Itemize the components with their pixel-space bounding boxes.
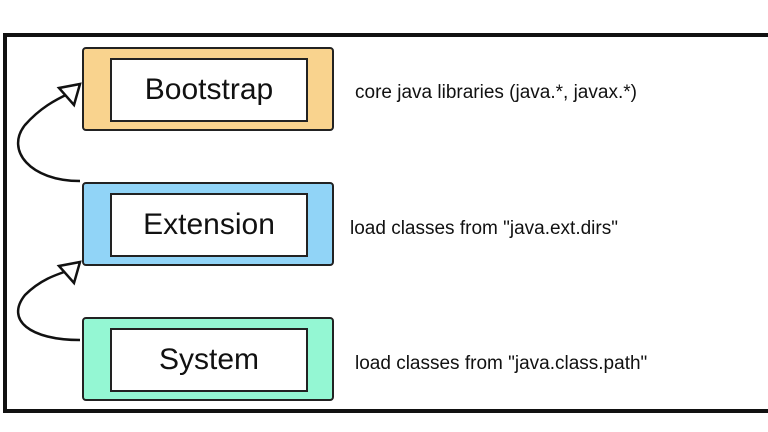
- bootstrap-description: core java libraries (java.*, javax.*): [355, 82, 637, 103]
- bootstrap-loader-box: Bootstrap: [82, 47, 334, 131]
- extension-loader-box: Extension: [82, 182, 334, 266]
- arrow-extension-to-bootstrap: [16, 91, 81, 183]
- diagram-frame: [3, 33, 768, 413]
- system-loader-box: System: [82, 317, 334, 401]
- system-label: System: [110, 328, 308, 392]
- arrow-system-to-extension: [17, 268, 81, 342]
- arrow-head-icon: [56, 82, 82, 108]
- extension-description: load classes from "java.ext.dirs": [350, 218, 618, 239]
- system-description: load classes from "java.class.path": [355, 353, 648, 374]
- bootstrap-label: Bootstrap: [110, 58, 308, 122]
- arrow-head-icon: [56, 260, 82, 286]
- extension-label: Extension: [110, 193, 308, 257]
